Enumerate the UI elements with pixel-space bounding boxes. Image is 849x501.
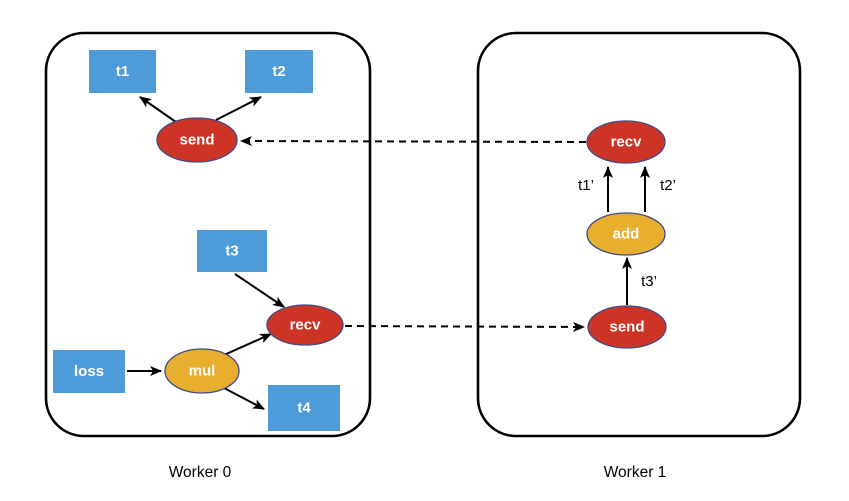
label-worker0: Worker 0 — [169, 464, 232, 481]
op-send-worker0-ellipse — [156, 117, 238, 163]
op-add-ellipse — [586, 212, 666, 256]
edge-mul-to-t4 — [223, 387, 265, 410]
node-loss-label: loss — [74, 363, 104, 380]
edge-label-t2-prime: t2’ — [660, 177, 676, 194]
edge-mul-to-recv0 — [223, 333, 272, 356]
edge-recv1-to-send0 — [240, 136, 587, 147]
edge-label-t3-prime: t3’ — [641, 273, 657, 290]
op-add: add — [586, 212, 666, 256]
op-recv-worker0-label: recv — [290, 317, 322, 334]
op-send-worker1-label: send — [609, 319, 644, 336]
op-recv-worker0-ellipse — [266, 304, 344, 346]
edge-t3-to-recv0 — [234, 273, 285, 308]
container-worker1 — [476, 31, 802, 438]
node-t3: t3 — [197, 230, 267, 272]
op-mul-label: mul — [189, 363, 216, 380]
edge-send0-to-t2 — [215, 96, 262, 121]
edge-recv0-to-send1 — [344, 321, 585, 332]
op-recv-worker1: recv — [586, 120, 666, 164]
node-t2: t2 — [245, 50, 313, 93]
op-send-worker1-ellipse — [587, 305, 667, 349]
node-t2-rect — [245, 50, 313, 93]
op-send-worker1: send — [587, 305, 667, 349]
op-add-label: add — [613, 226, 640, 243]
node-t1: t1 — [89, 50, 156, 93]
node-t2-label: t2 — [272, 63, 285, 80]
node-loss: loss — [53, 350, 125, 393]
node-t1-rect — [89, 50, 156, 93]
node-t3-label: t3 — [225, 243, 238, 260]
node-t4-label: t4 — [297, 400, 311, 417]
node-t1-label: t1 — [116, 63, 129, 80]
edge-send0-to-t1 — [139, 96, 177, 123]
op-recv-worker1-ellipse — [586, 120, 666, 164]
node-loss-rect — [53, 350, 125, 393]
op-send-worker0: send — [156, 117, 238, 163]
label-worker1: Worker 1 — [604, 464, 667, 481]
op-mul: mul — [164, 348, 240, 394]
node-t4: t4 — [268, 385, 340, 431]
op-recv-worker0: recv — [266, 304, 344, 346]
op-mul-ellipse — [164, 348, 240, 394]
op-send-worker0-label: send — [179, 132, 214, 149]
node-t3-rect — [197, 230, 267, 272]
node-t4-rect — [268, 385, 340, 431]
op-recv-worker1-label: recv — [611, 134, 643, 151]
container-worker0 — [44, 31, 372, 438]
edge-label-t1-prime: t1’ — [578, 177, 594, 194]
